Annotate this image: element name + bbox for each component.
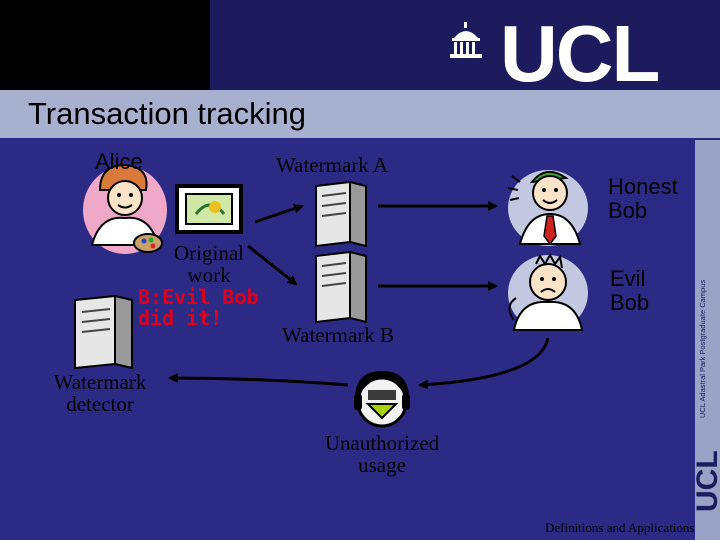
ucl-dome-icon [450, 22, 482, 58]
honest-bob-figure-icon [507, 170, 588, 246]
footer-text: Definitions and Applications [545, 520, 695, 535]
evil-bob-figure-icon [508, 252, 588, 331]
original-work-label: Original work [174, 241, 244, 287]
unauthorized-usage-label: Unauthorized usage [324, 431, 440, 477]
alice-figure-icon [83, 163, 167, 254]
server-watermark-a-icon [315, 180, 367, 248]
arrow-to-unauthorized-usage [418, 337, 550, 390]
server-detector-icon [74, 294, 133, 370]
ucl-logo: UCL [500, 9, 660, 98]
side-strip [695, 140, 720, 540]
title-bar [0, 90, 720, 138]
arrow-to-watermark-b [247, 244, 298, 286]
watermark-b-label: Watermark B [282, 323, 395, 347]
header-black-panel [0, 0, 210, 90]
honest-bob-label: Honest Bob [608, 174, 678, 223]
verdict-label: B:Evil Bob did it! [138, 285, 259, 330]
painting-icon [175, 184, 243, 234]
arrow-to-watermark-detector [168, 373, 349, 387]
unauthorized-user-icon [354, 370, 410, 428]
evil-bob-label: Evil Bob [610, 266, 650, 315]
watermark-detector-label: Watermark detector [53, 370, 147, 416]
alice-label: Alice [95, 149, 143, 174]
watermark-a-label: Watermark A [276, 153, 389, 177]
header-navy-panel [210, 0, 720, 90]
server-watermark-b-icon [315, 250, 367, 324]
arrow-to-watermark-a [254, 203, 304, 224]
page-title: Transaction tracking [28, 96, 306, 131]
